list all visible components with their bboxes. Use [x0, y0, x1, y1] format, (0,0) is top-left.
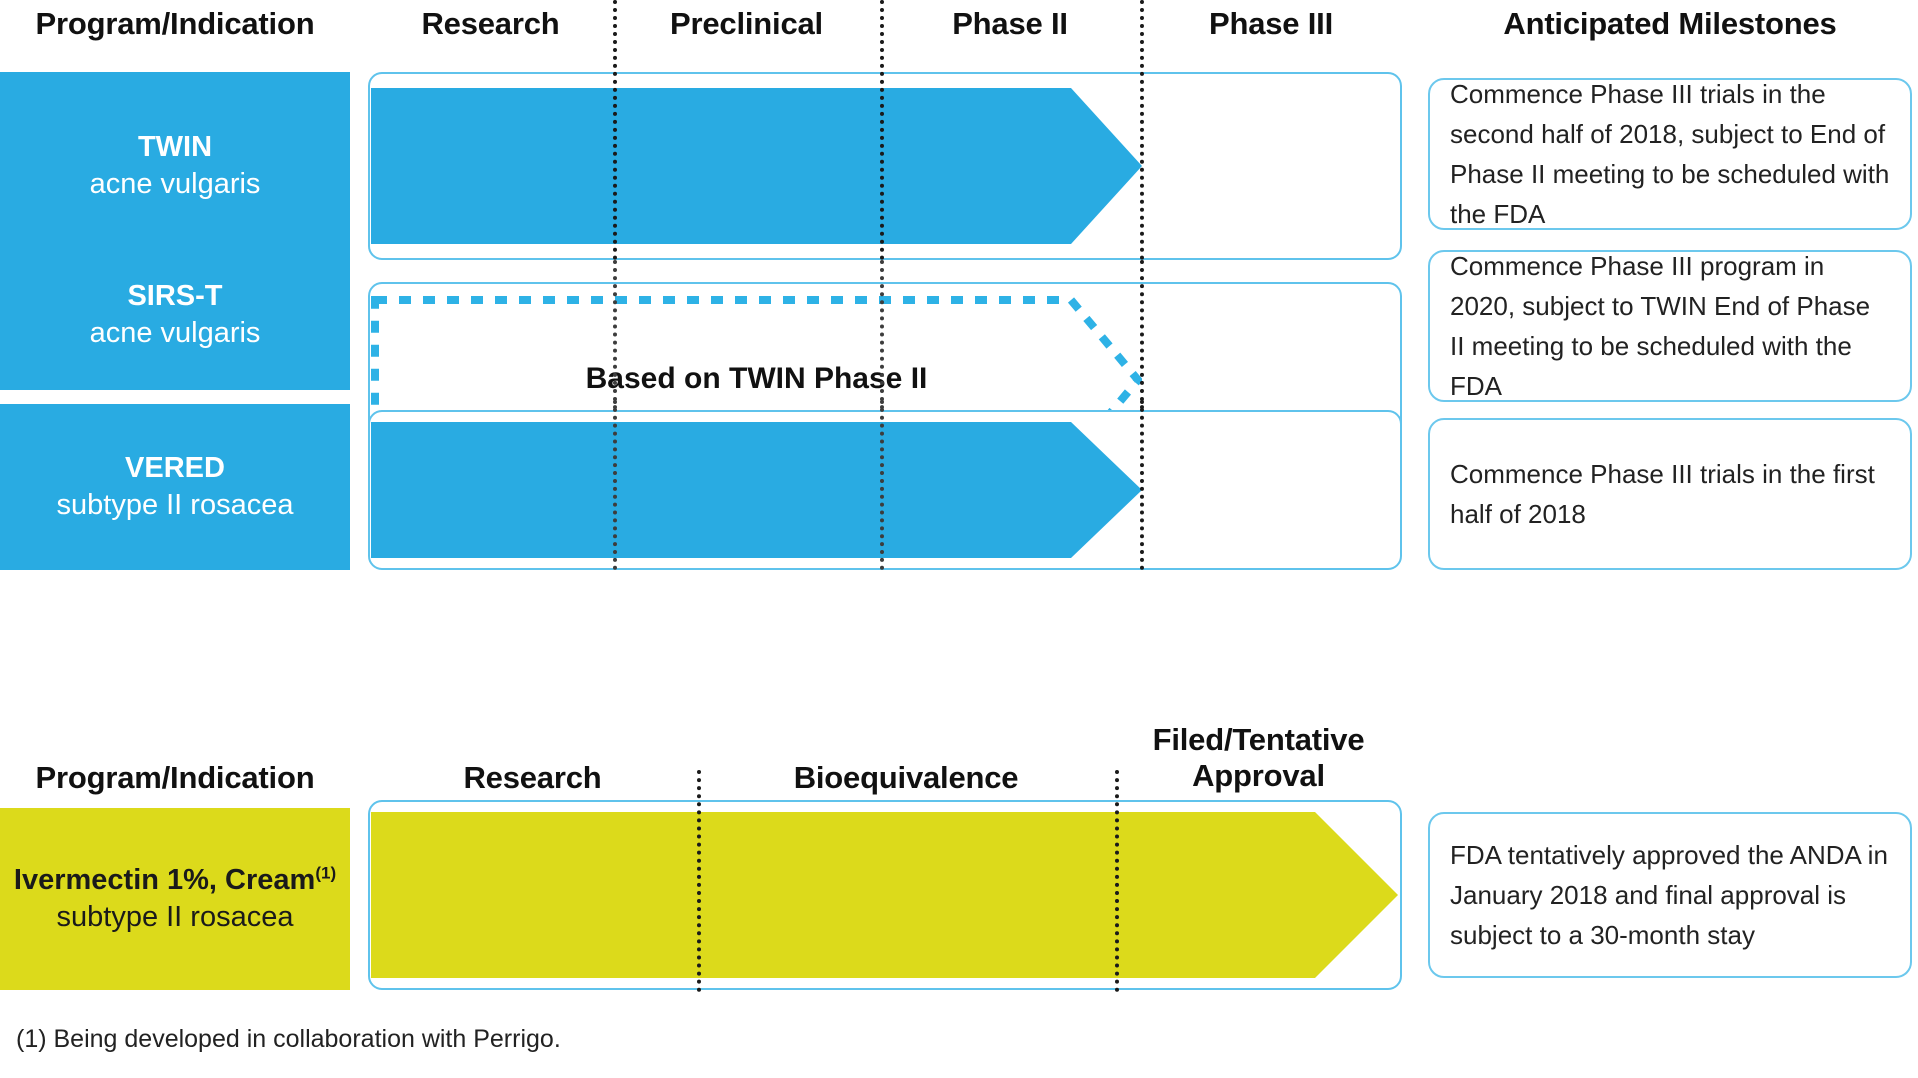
- program-indication: acne vulgaris: [89, 317, 261, 349]
- header-generic-research: Research: [463, 760, 602, 795]
- progress-arrow-twin: [371, 88, 1142, 244]
- phase-divider-research-preclinical: [613, 260, 617, 490]
- header-phase-iii: Phase III: [1209, 6, 1333, 41]
- program-indication: subtype II rosacea: [56, 489, 294, 521]
- stage-divider-bioequivalence-filed: [1115, 770, 1119, 992]
- milestone-text: Commence Phase III trials in the second …: [1450, 79, 1890, 229]
- header-generic-filed-tentative-approval: Filed/Tentative Approval: [1152, 722, 1365, 793]
- program-name: Ivermectin 1%, Cream(1): [14, 862, 336, 898]
- header-phase-ii: Phase II: [952, 6, 1068, 41]
- milestone-box-ivermectin: FDA tentatively approved the ANDA in Jan…: [1428, 812, 1912, 978]
- program-tile-sirs-t: SIRS-T acne vulgaris: [0, 240, 350, 390]
- header-generic-program-indication: Program/Indication: [35, 760, 315, 795]
- progress-arrow-sirs-t: [371, 296, 1142, 464]
- milestone-box-sirs-t: Commence Phase III program in 2020, subj…: [1428, 250, 1912, 402]
- header-generic-bioequivalence: Bioequivalence: [793, 760, 1019, 795]
- program-indication: subtype II rosacea: [56, 901, 294, 933]
- program-name: SIRS-T: [127, 280, 223, 312]
- milestone-box-vered: Commence Phase III trials in the first h…: [1428, 418, 1912, 570]
- program-name-superscript: (1): [315, 863, 337, 883]
- milestone-box-twin: Commence Phase III trials in the second …: [1428, 78, 1912, 230]
- program-name: TWIN: [137, 131, 213, 163]
- phase-divider-preclinical-phaseii: [880, 400, 884, 570]
- progress-arrow-ivermectin: [371, 812, 1398, 978]
- program-indication: acne vulgaris: [89, 168, 261, 200]
- program-tile-vered: VERED subtype II rosacea: [0, 404, 350, 570]
- phase-divider-research-preclinical: [613, 400, 617, 570]
- program-tile-twin: TWIN acne vulgaris: [0, 72, 350, 260]
- stage-divider-research-bioequivalence: [697, 770, 701, 992]
- milestone-text: Commence Phase III trials in the first h…: [1450, 459, 1875, 529]
- header-preclinical: Preclinical: [670, 6, 823, 41]
- milestone-text: FDA tentatively approved the ANDA in Jan…: [1450, 840, 1888, 950]
- header-program-indication: Program/Indication: [35, 6, 315, 41]
- progress-arrow-vered: [371, 422, 1142, 558]
- phase-divider-phaseii-phaseiii: [1140, 0, 1144, 260]
- phase-divider-phaseii-phaseiii: [1140, 400, 1144, 570]
- program-name-text: Ivermectin 1%, Cream: [13, 864, 316, 896]
- inline-arrow-label-sirs-t: Based on TWIN Phase II: [585, 362, 928, 395]
- phase-divider-preclinical-phaseii: [880, 0, 884, 260]
- milestone-text: Commence Phase III program in 2020, subj…: [1450, 251, 1871, 401]
- header-anticipated-milestones: Anticipated Milestones: [1503, 6, 1837, 41]
- program-tile-ivermectin: Ivermectin 1%, Cream(1) subtype II rosac…: [0, 808, 350, 990]
- phase-divider-phaseii-phaseiii: [1140, 260, 1144, 490]
- footnote: (1) Being developed in collaboration wit…: [16, 1025, 561, 1053]
- program-name: VERED: [125, 452, 225, 484]
- phase-divider-preclinical-phaseii: [880, 260, 884, 490]
- phase-divider-research-preclinical: [613, 0, 617, 260]
- header-research: Research: [421, 6, 560, 41]
